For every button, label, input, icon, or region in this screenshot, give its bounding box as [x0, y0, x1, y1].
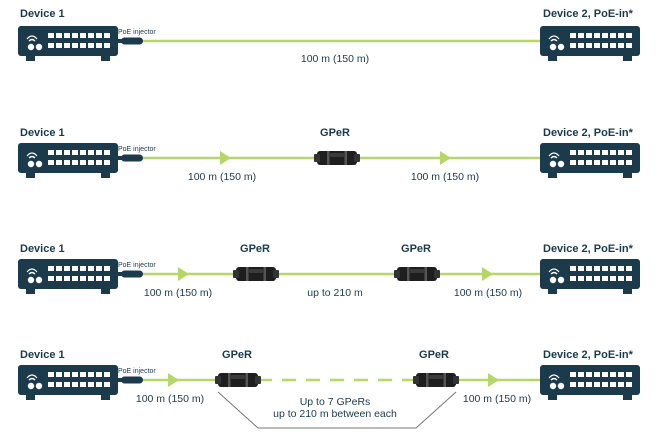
segment-label: 100 m (150 m)	[144, 287, 212, 299]
gper-adapter-icon	[413, 373, 459, 387]
segment-label: 100 m (150 m)	[454, 287, 522, 299]
poe-injector-icon	[118, 376, 143, 384]
bracket-note-line-1: Up to 7 GPeRs	[300, 396, 371, 408]
row-2: Device 1 PoE injector GPeR 100 m (150 m)…	[17, 127, 641, 183]
row-3: Device 1 PoE injector GPeR GPeR 100 m (1…	[17, 243, 641, 299]
network-switch-icon	[539, 364, 641, 401]
segment-label: up to 210 m	[307, 287, 363, 299]
network-switch-icon	[539, 258, 641, 295]
poe-injector-icon	[118, 37, 143, 45]
row-4: Device 1 PoE injector GPeR GPeR 100 m (1…	[17, 349, 641, 429]
gper-label: GPeR	[419, 349, 449, 361]
poe-injector-label: PoE injector	[118, 368, 156, 375]
gper-label: GPeR	[240, 243, 270, 255]
flow-arrow-icon	[220, 151, 231, 165]
poe-injector-icon	[118, 270, 143, 278]
flow-arrow-icon	[488, 373, 499, 387]
gper-adapter-icon	[215, 373, 261, 387]
flow-arrow-icon	[440, 151, 451, 165]
gper-label: GPeR	[401, 243, 431, 255]
gper-label: GPeR	[222, 349, 252, 361]
poe-injector-icon	[118, 154, 143, 162]
gper-adapter-icon	[233, 267, 279, 281]
gper-adapter-icon	[314, 151, 360, 165]
device-1-label: Device 1	[20, 349, 65, 361]
row-1: Device 1 PoE injector 100 m (150 m) Devi…	[17, 8, 641, 65]
flow-arrow-icon	[482, 267, 493, 281]
range-bracket	[217, 391, 457, 429]
segment-label: 100 m (150 m)	[463, 393, 531, 405]
poe-injector-label: PoE injector	[118, 146, 156, 153]
gper-label: GPeR	[320, 127, 350, 139]
network-switch-icon	[17, 258, 119, 295]
network-switch-icon	[539, 142, 641, 179]
flow-arrow-icon	[168, 373, 179, 387]
poe-injector-label: PoE injector	[118, 29, 156, 36]
segment-label: 100 m (150 m)	[301, 53, 369, 65]
device-1-label: Device 1	[20, 243, 65, 255]
device-2-label: Device 2, PoE-in*	[543, 127, 634, 139]
segment-label: 100 m (150 m)	[411, 171, 479, 183]
gper-adapter-icon	[394, 267, 440, 281]
network-switch-icon	[17, 25, 119, 62]
bracket-note-line-2: up to 210 m between each	[273, 408, 397, 420]
segment-label: 100 m (150 m)	[188, 171, 256, 183]
device-2-label: Device 2, PoE-in*	[543, 243, 634, 255]
device-2-label: Device 2, PoE-in*	[543, 8, 634, 20]
device-2-label: Device 2, PoE-in*	[543, 349, 634, 361]
flow-arrow-icon	[178, 267, 189, 281]
poe-injector-label: PoE injector	[118, 262, 156, 269]
device-1-label: Device 1	[20, 127, 65, 139]
device-1-label: Device 1	[20, 8, 65, 20]
network-switch-icon	[539, 25, 641, 62]
network-switch-icon	[17, 364, 119, 401]
network-switch-icon	[17, 142, 119, 179]
segment-label: 100 m (150 m)	[136, 393, 204, 405]
